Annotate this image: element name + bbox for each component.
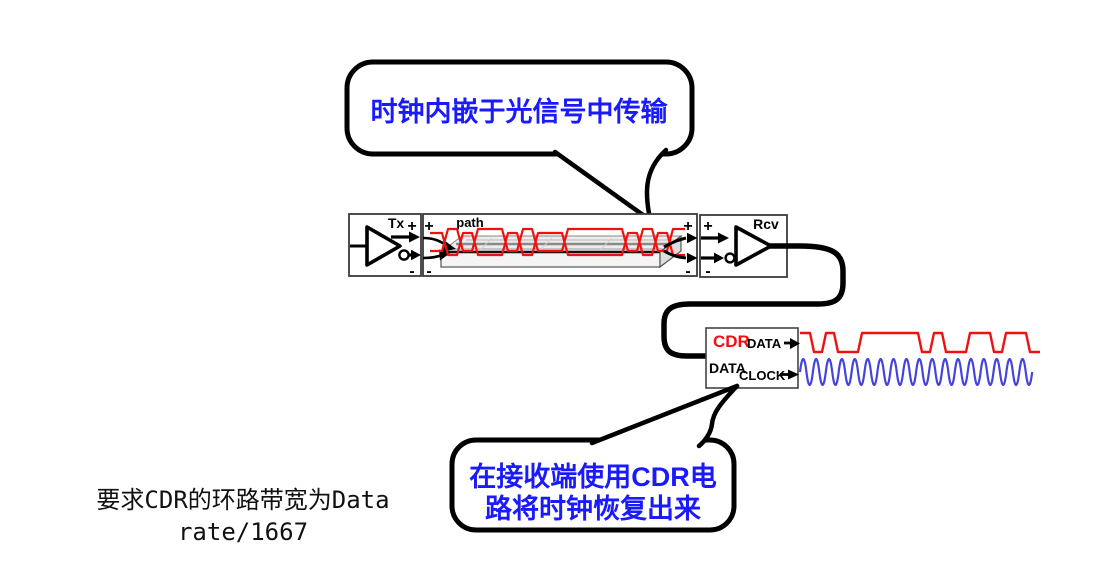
bottom-callout-bubble	[449, 437, 737, 533]
path-in-minus-label: -	[426, 263, 431, 280]
cdr-clock-out-arrowhead-icon	[788, 369, 799, 380]
path-out-minus-label: -	[685, 263, 690, 280]
path-exit-line-minus	[663, 249, 687, 260]
cdr-data-in-label: DATA	[709, 360, 746, 376]
cdr-title: CDR	[713, 332, 750, 351]
path-exit-arrowhead-plus-icon	[687, 232, 698, 244]
rcv-amplifier-triangle	[734, 225, 773, 267]
wire-path	[661, 243, 846, 359]
tx-plus-label: +	[407, 218, 416, 235]
top-callout-tail-fill	[555, 150, 664, 220]
path-exit-arrowhead-minus-icon	[687, 252, 698, 264]
tx-out-minus-arrowhead-icon	[411, 249, 421, 261]
cdr-data-out-label: DATA	[747, 336, 782, 351]
path-in-plus-label: +	[424, 218, 433, 235]
path-out-plus-label: +	[683, 218, 692, 235]
tx-block: Tx + -	[348, 213, 422, 280]
rcv-in-plus-arrowhead-icon	[718, 232, 729, 244]
bottom-callout-text-line2: 路将时钟恢复出来	[485, 493, 701, 524]
rcv-plus-label: +	[703, 218, 712, 235]
top-callout: 时钟内嵌于光信号中传输	[344, 59, 695, 223]
caption-line1: 要求CDR的环路带宽为Data	[96, 486, 389, 514]
slab-hatch-3	[599, 237, 613, 251]
bottom-callout-tail-edge-right	[696, 383, 740, 449]
top-callout-tail-edge-left	[552, 149, 653, 223]
recovered-clock-waveform	[798, 357, 1034, 387]
cdr-box	[705, 327, 799, 389]
rcv-block: Rcv + -	[699, 214, 788, 280]
bottom-callout-tail-edge-left	[589, 383, 740, 446]
bottom-callout-text-line1: 在接收端使用CDR电	[469, 462, 717, 492]
tx-minus-label: -	[409, 263, 414, 280]
cdr-data-out-arrowhead-icon	[790, 338, 800, 349]
path-wave-p	[430, 227, 685, 253]
rcv-label: Rcv	[753, 216, 779, 232]
rcv-minus-label: -	[705, 263, 710, 280]
recovered-data-waveform	[800, 331, 1040, 354]
slab-hatch-2	[539, 237, 553, 251]
top-callout-text: 时钟内嵌于光信号中传输	[371, 96, 669, 127]
top-callout-tail-edge-right	[644, 147, 669, 223]
transmission-line-slab	[439, 234, 683, 269]
bottom-callout: 在接收端使用CDR电 路将时钟恢复出来	[449, 383, 740, 533]
tx-inversion-bubble	[398, 249, 410, 261]
path-wave-n	[430, 231, 685, 257]
path-exit-line-plus	[663, 236, 687, 249]
cdr-clock-out-label: CLOCK	[739, 368, 786, 383]
slab-front-face	[440, 251, 661, 268]
cdr-block: CDR DATA DATA CLOCK	[705, 327, 800, 389]
slab-hatch-1	[479, 237, 493, 251]
path-label: path	[456, 215, 484, 230]
tx-amplifier-triangle	[365, 225, 402, 267]
tx-label: Tx	[388, 215, 405, 231]
rcv-in-minus-arrowhead-icon	[714, 252, 724, 264]
top-callout-bubble	[344, 59, 695, 157]
path-block: + - + - path	[422, 213, 698, 280]
rcv-inversion-bubble	[724, 252, 736, 264]
caption: 要求CDR的环路带宽为Data rate/1667	[96, 486, 389, 546]
tx-out-plus-arrowhead-icon	[409, 231, 420, 243]
caption-line2: rate/1667	[178, 518, 308, 546]
